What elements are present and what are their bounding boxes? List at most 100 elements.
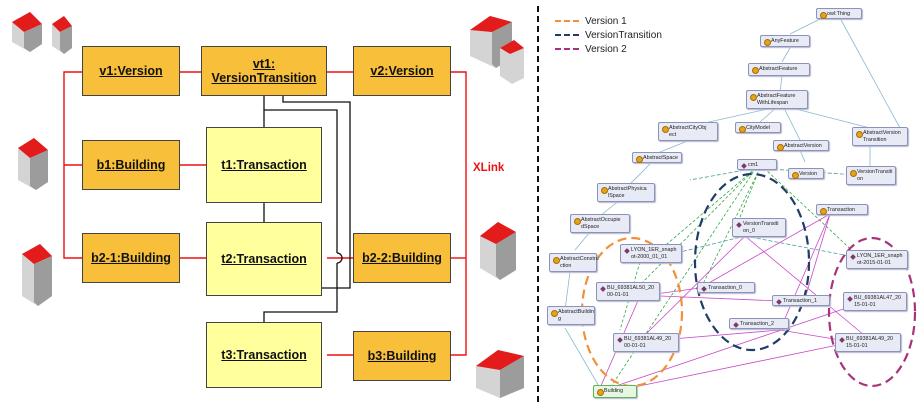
building-icon: [18, 138, 48, 190]
class-icon: [856, 131, 863, 138]
individual-icon: [776, 299, 782, 305]
individual-icon: [617, 337, 623, 343]
node-label: VersionTransiti on: [857, 169, 893, 182]
magenta-edges: [599, 213, 871, 391]
node-lyon-2000: LYON_1ER_snaph ot-2000_01_01: [620, 244, 682, 263]
legend: Version 1 VersionTransition Version 2: [555, 14, 662, 56]
legend-label: Version 2: [585, 43, 627, 55]
node-label: VersionTransiti on_0: [743, 221, 779, 234]
individual-icon: [736, 222, 742, 228]
node-version-transition-0: VersionTransiti on_0: [732, 218, 786, 237]
node-abstract-physical-space: AbstractPhysica lSpace: [597, 183, 655, 202]
node-transaction-1: Transaction_1: [772, 295, 830, 306]
node-label: AbstractFeature WithLifespan: [757, 93, 796, 106]
legend-swatch: [555, 20, 579, 22]
node-transaction: Transaction: [816, 204, 868, 215]
node-label: owl:Thing: [827, 11, 851, 17]
class-icon: [636, 156, 643, 163]
node-label: Version: [799, 171, 817, 177]
subclass-edges: [564, 17, 901, 389]
version2-ellipse: [827, 236, 917, 388]
node-abstract-version: AbstractVersion: [773, 140, 829, 151]
node-city-model: CityModel: [735, 122, 781, 133]
node-abstract-feature-lifespan: AbstractFeature WithLifespan: [746, 90, 808, 109]
node-transaction-2: Transaction_2: [729, 318, 789, 329]
class-icon: [601, 187, 608, 194]
legend-swatch: [555, 34, 579, 36]
node-label: Transaction_2: [740, 321, 774, 327]
building-icons: [12, 12, 524, 398]
class-icon: [750, 94, 757, 101]
node-bu-al49-2015: BU_69381AL49_20 15-01-01: [835, 333, 901, 352]
node-label: BU_69381AL47_20 15-01-01: [854, 295, 902, 308]
node-cm1: cm1: [737, 159, 777, 170]
node-version: Version: [788, 168, 824, 179]
class-icon: [551, 310, 558, 317]
vt1-version-transition-box: vt1: VersionTransition: [201, 46, 327, 96]
class-icon: [597, 389, 604, 396]
node-label: Transaction_1: [783, 298, 817, 304]
dashed-divider: [537, 6, 539, 402]
xlink-label: XLink: [473, 162, 505, 174]
node-label: BU_69381AL49_20 00-01-01: [624, 336, 672, 349]
b3-building-box: b3:Building: [353, 331, 451, 381]
building-icon: [12, 12, 42, 52]
class-icon: [752, 67, 759, 74]
individual-icon: [733, 322, 739, 328]
individual-icon: [600, 286, 606, 292]
version-transition-ellipse: [693, 172, 811, 352]
node-bu-al50: BU_69381AL50_20 00-01-01: [596, 282, 660, 301]
building-icon: [22, 244, 52, 306]
legend-label: Version 1: [585, 15, 627, 27]
building-icon: [470, 16, 524, 84]
node-label: AbstractCityObj ect: [669, 125, 707, 138]
class-icon: [764, 39, 771, 46]
node-label: Building: [604, 388, 624, 394]
node-label: AbstractVersion: [784, 143, 822, 149]
node-transaction-0: Transaction_0: [697, 282, 755, 293]
node-bu-al49-2000: BU_69381AL49_20 00-01-01: [613, 333, 679, 352]
node-abstract-city-object: AbstractCityObj ect: [658, 122, 718, 141]
building-icon: [476, 350, 524, 398]
node-abstract-feature: AbstractFeature: [748, 63, 810, 76]
legend-label: VersionTransition: [585, 29, 662, 41]
node-label: AbstractFeature: [759, 66, 798, 72]
t2-transaction-box: t2:Transaction: [206, 222, 322, 296]
class-icon: [820, 208, 827, 215]
node-abstract-space: AbstractSpace: [632, 152, 682, 163]
legend-swatch: [555, 48, 579, 50]
individual-icon: [741, 163, 747, 169]
node-abstract-building: AbstractBuildin g: [547, 306, 595, 325]
v2-version-box: v2:Version: [353, 46, 451, 96]
node-label: CityModel: [746, 125, 770, 131]
class-icon: [574, 218, 581, 225]
node-label: AbstractOccupie dSpace: [581, 217, 621, 230]
class-icon: [662, 126, 669, 133]
node-label: AbstractSpace: [643, 155, 679, 161]
class-icon: [777, 144, 784, 151]
node-label: BU_69381AL50_20 00-01-01: [607, 285, 655, 298]
node-abstract-version-transition: AbstractVersion Transition: [852, 127, 908, 146]
node-version-transition: VersionTransiti on: [846, 166, 896, 185]
b2-2-building-box: b2-2:Building: [353, 233, 451, 283]
node-label: LYON_1ER_snaph ot-2000_01_01: [631, 247, 677, 260]
class-icon: [739, 126, 746, 133]
node-building: Building: [593, 385, 637, 398]
class-icon: [792, 172, 799, 179]
individual-icon: [624, 248, 630, 254]
node-label: AbstractPhysica lSpace: [608, 186, 647, 199]
node-label: BU_69381AL49_20 15-01-01: [846, 336, 894, 349]
individual-icon: [839, 337, 845, 343]
b2-1-building-box: b2-1:Building: [82, 233, 180, 283]
building-icon: [480, 222, 516, 280]
red-links: [63, 71, 467, 356]
legend-item-version1: Version 1: [555, 14, 662, 28]
b1-building-box: b1:Building: [82, 140, 180, 190]
t1-transaction-box: t1:Transaction: [206, 127, 322, 203]
node-bu-al47: BU_69381AL47_20 15-01-01: [843, 292, 907, 311]
legend-item-version-transition: VersionTransition: [555, 28, 662, 42]
node-label: AnyFeature: [771, 38, 799, 44]
node-label: LYON_1ER_snaph ot-2015-01-01: [857, 253, 903, 266]
class-icon: [820, 12, 827, 19]
